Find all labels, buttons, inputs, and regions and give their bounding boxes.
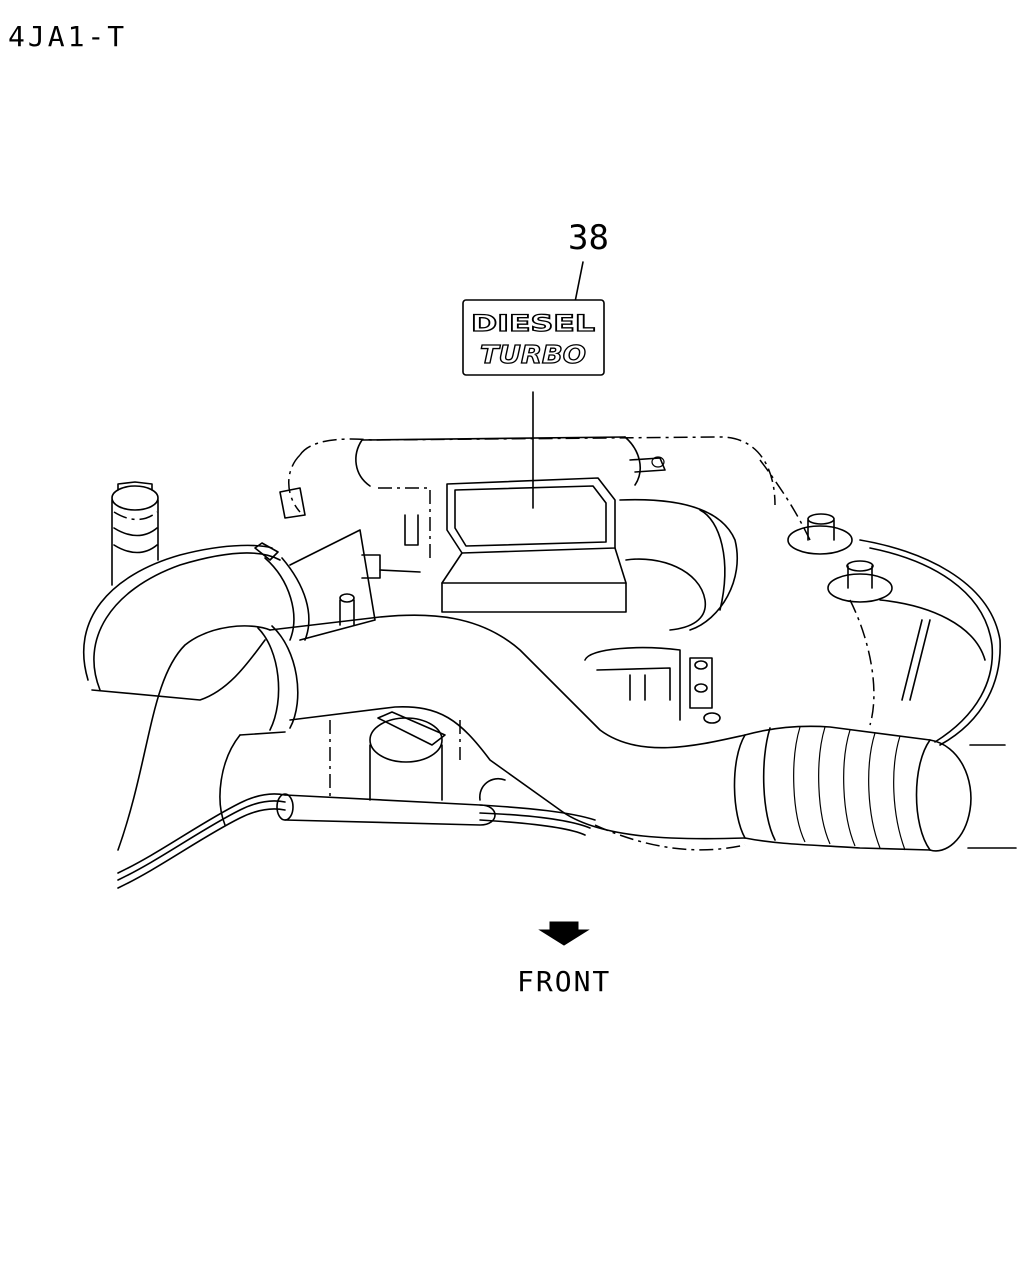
arrow-down-icon xyxy=(538,921,590,946)
air-box xyxy=(441,477,627,613)
right-fittings xyxy=(759,459,1001,746)
front-direction-label: FRONT xyxy=(517,965,612,998)
emblem-turbo-text: TURBO xyxy=(480,340,586,369)
oil-filler-cap xyxy=(329,711,461,801)
wire-harness xyxy=(117,778,746,889)
box-outlet-hose xyxy=(619,498,738,631)
diesel-turbo-emblem[interactable]: DIESEL TURBO xyxy=(462,299,605,376)
upper-intake-hose xyxy=(82,542,310,701)
mounting-bracket xyxy=(289,487,431,641)
main-intake-hose xyxy=(117,614,746,851)
corrugated-hose xyxy=(733,725,1017,852)
left-post xyxy=(111,481,159,586)
engine-code-label: 4JA1-T xyxy=(8,20,128,53)
emblem-diesel-text: DIESEL xyxy=(471,312,595,337)
callout-leader-line xyxy=(574,261,584,303)
rear-upper-pipe xyxy=(279,436,776,519)
part-callout-number[interactable]: 38 xyxy=(568,218,609,258)
sensor-cluster xyxy=(584,646,721,724)
